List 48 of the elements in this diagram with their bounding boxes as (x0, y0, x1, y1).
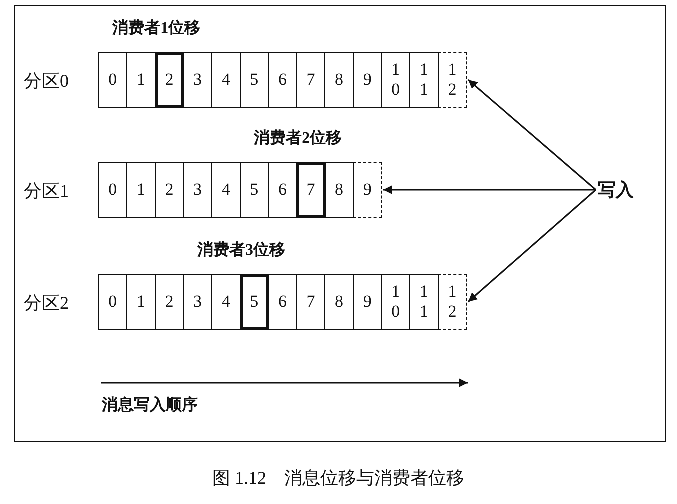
arrow (468, 189, 597, 303)
offset-cell: 3 (182, 162, 213, 218)
offset-cell: 11 (409, 52, 440, 108)
offset-cell: 3 (182, 274, 213, 330)
consumer-offset-cell: 5 (240, 274, 270, 330)
partition-label: 分区0 (24, 70, 69, 93)
offset-cell: 4 (211, 274, 241, 330)
offset-cell: 1 (126, 274, 156, 330)
consumer-offset-label: 消费者3位移 (198, 240, 286, 261)
offset-cell: 4 (211, 162, 241, 218)
offset-cell: 2 (154, 274, 184, 330)
write-position-cell: 12 (438, 52, 468, 108)
partition-label: 分区2 (24, 292, 69, 315)
offset-cell: 0 (98, 162, 128, 218)
consumer-offset-label: 消费者1位移 (112, 18, 201, 39)
consumer-offset-cell: 7 (296, 162, 326, 218)
offset-cell: 4 (211, 52, 241, 108)
write-position-cell: 12 (438, 274, 468, 330)
offset-cell: 2 (154, 162, 184, 218)
offset-cell: 8 (324, 274, 354, 330)
offset-cell: 10 (381, 52, 411, 108)
offset-cell: 1 (126, 52, 156, 108)
consumer-offset-label: 消费者2位移 (254, 128, 342, 149)
direction-label: 消息写入顺序 (102, 395, 198, 416)
offset-cell: 5 (240, 162, 270, 218)
offset-cell: 7 (296, 52, 326, 108)
offset-cell: 8 (324, 162, 354, 218)
offset-cell: 6 (268, 162, 298, 218)
consumer-offset-cell: 2 (154, 52, 184, 108)
offset-cell: 8 (324, 52, 354, 108)
offset-cell: 3 (182, 52, 213, 108)
offset-cell: 0 (98, 52, 128, 108)
figure-caption: 图 1.12 消息位移与消费者位移 (212, 467, 466, 490)
offset-cell: 1 (126, 162, 156, 218)
arrow (468, 79, 597, 191)
offset-cell: 6 (268, 52, 298, 108)
partition-label: 分区1 (24, 180, 69, 203)
offset-cell: 7 (296, 274, 326, 330)
offset-cell: 0 (98, 274, 128, 330)
offset-cell: 11 (409, 274, 440, 330)
offset-cell: 6 (268, 274, 298, 330)
offset-cell: 9 (352, 52, 382, 108)
write-position-cell: 9 (352, 162, 382, 218)
offset-cell: 5 (240, 52, 270, 108)
write-label: 写入 (598, 178, 634, 202)
offset-cell: 9 (352, 274, 382, 330)
arrow (384, 186, 596, 194)
offset-cell: 10 (381, 274, 411, 330)
